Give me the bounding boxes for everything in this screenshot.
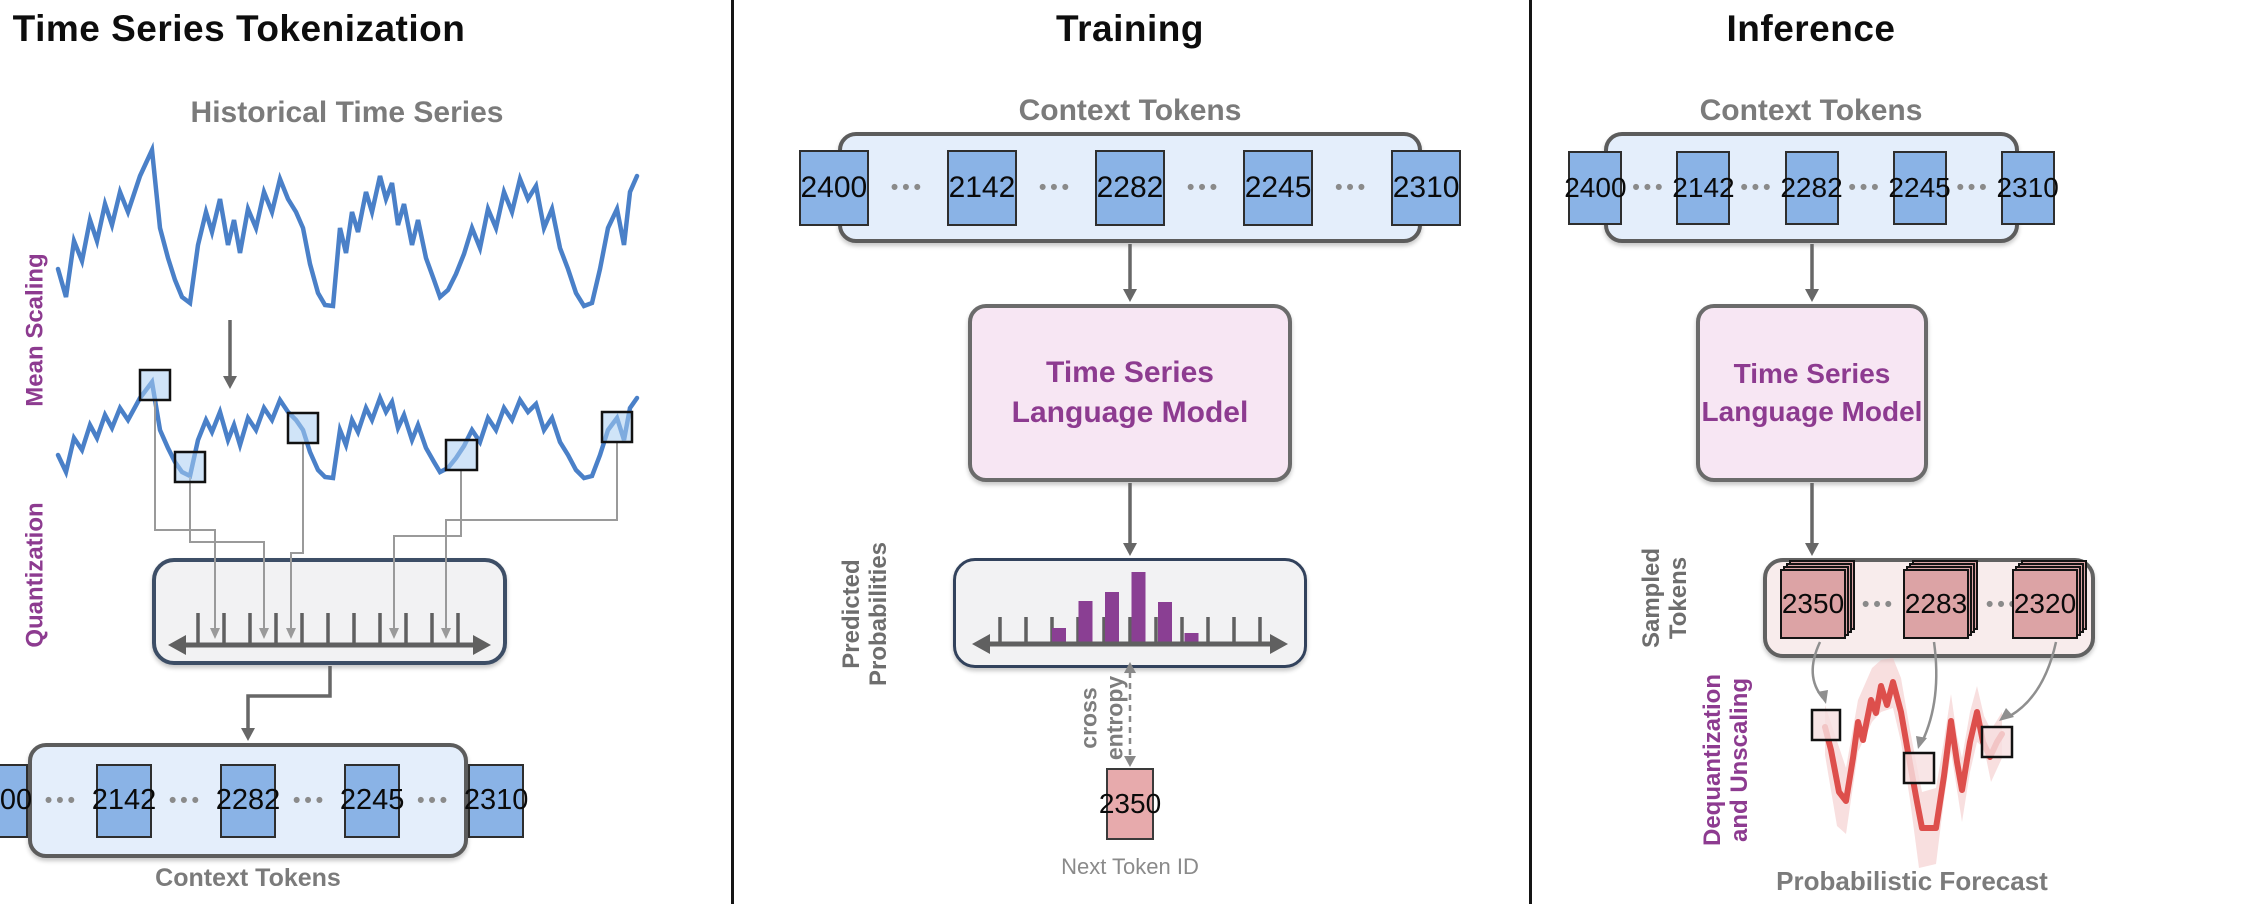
forecast-point-squares [1810, 708, 2014, 785]
sampled-token: 2283 [1903, 569, 1969, 639]
training-context-tokens-title: Context Tokens [1018, 94, 1242, 127]
arrowhead [1805, 289, 1819, 302]
historical-series-title: Historical Time Series [190, 96, 504, 129]
inference-context-tokens-title: Context Tokens [1699, 94, 1923, 127]
ellipsis-dots: ••• [1187, 176, 1222, 199]
sampled-token: 2350 [1780, 569, 1846, 639]
cross-entropy-line2: entropy [1101, 675, 1127, 761]
quantization-to-tokens-arrowhead [241, 728, 255, 741]
panel-divider-1 [731, 0, 734, 904]
sampled-tokens-label: Sampled Tokens [1638, 547, 1693, 649]
token: 2142 [946, 149, 1017, 226]
training-model-box: Time Series Language Model [968, 304, 1292, 482]
ellipsis-dots: ••• [1956, 176, 1991, 199]
cross-entropy-label: cross entropy [1075, 675, 1128, 761]
dequant-label-line1: Dequantization [1699, 674, 1727, 846]
cross-entropy-line1: cross [1075, 687, 1102, 749]
model-label-line1: Time Series [1046, 355, 1214, 389]
sampled-token: 2320 [2012, 569, 2078, 639]
ellipsis-dots: ••• [1861, 593, 1897, 616]
predicted-probabilities-label: Predicted Probabilities [838, 541, 893, 687]
ellipsis-dots: ••• [1335, 176, 1370, 199]
quantization-to-tokens-arrow [246, 666, 332, 730]
ellipsis-dots: ••• [1632, 176, 1667, 199]
quantization-box [152, 558, 507, 665]
token: 2142 [92, 763, 156, 838]
token: 2245 [340, 763, 404, 838]
inference-context-tokens-row: 2400 ••• 2142 ••• 2282 ••• 2245 ••• 2310 [1564, 132, 2059, 243]
token: 2282 [216, 763, 280, 838]
ellipsis-dots: ••• [168, 789, 203, 812]
sampled-label-line1: Sampled [1638, 547, 1666, 649]
ellipsis-dots: ••• [1985, 593, 2021, 616]
model-label-line2: Language Model [1701, 396, 1923, 427]
sampled-token-stack: 2320 [2012, 560, 2089, 640]
sampled-token-stack: 2283 [1903, 560, 1980, 640]
training-context-tokens-row: 2400 ••• 2142 ••• 2282 ••• 2245 ••• 2310 [798, 132, 1462, 243]
next-token-caption: Next Token ID [1061, 854, 1199, 879]
next-token-box: 2350 [1099, 768, 1161, 840]
mean-scaling-arrowhead [223, 376, 237, 389]
token: 2400 [0, 763, 32, 838]
inference-panel-title: Inference [1726, 8, 1896, 49]
arrowhead [1123, 289, 1137, 302]
forecast-uncertainty-band [1825, 658, 2002, 868]
tokenization-panel-title: Time Series Tokenization [12, 8, 466, 49]
context-tokens-caption: Context Tokens [155, 864, 341, 892]
quantization-label: Quantization [21, 502, 49, 648]
ellipsis-dots: ••• [1038, 176, 1073, 199]
token: 2400 [1564, 150, 1627, 225]
dequantization-label: Dequantization and Unscaling [1699, 674, 1754, 846]
token: 2310 [464, 763, 528, 838]
scaled-time-series-line [55, 376, 640, 481]
token: 2400 [798, 149, 869, 226]
dequant-label-line2: and Unscaling [1726, 677, 1753, 843]
ellipsis-dots: ••• [417, 789, 452, 812]
arrowhead [1123, 543, 1137, 556]
arrowhead [1805, 543, 1819, 556]
panel-divider-2 [1529, 0, 1532, 904]
sampled-token-stack: 2350 [1780, 560, 1857, 640]
inference-model-box: Time Series Language Model [1696, 304, 1928, 482]
token: 2245 [1888, 150, 1951, 225]
token: 2282 [1095, 149, 1165, 226]
model-label-line1: Time Series [1733, 358, 1891, 390]
historical-time-series-line [55, 141, 640, 309]
predicted-probabilities-box [953, 558, 1307, 668]
token: 2310 [1391, 149, 1462, 226]
ellipsis-dots: ••• [44, 789, 79, 812]
probabilistic-forecast-caption: Probabilistic Forecast [1776, 866, 2048, 896]
token: 2142 [1672, 150, 1735, 225]
ellipsis-dots: ••• [1740, 176, 1775, 199]
sampling-curved-arrowheads [1817, 690, 2014, 749]
ellipsis-dots: ••• [293, 789, 328, 812]
mean-scaling-label: Mean Scaling [21, 253, 49, 407]
ellipsis-dots: ••• [890, 176, 925, 199]
ellipsis-dots: ••• [1848, 176, 1883, 199]
forecast-line [1822, 679, 2005, 831]
token: 2245 [1243, 149, 1314, 226]
model-label-line2: Language Model [1011, 396, 1249, 429]
highlight-squares [138, 368, 634, 484]
predicted-label-line2: Probabilities [865, 541, 892, 687]
predicted-label-line1: Predicted [838, 559, 866, 669]
token: 2282 [1780, 150, 1843, 225]
sampled-label-line2: Tokens [1665, 556, 1692, 640]
token: 2310 [1996, 150, 2059, 225]
training-panel-title: Training [1056, 8, 1204, 49]
tokenization-context-tokens-row: 2400 ••• 2142 ••• 2282 ••• 2245 ••• 2310 [0, 743, 528, 858]
